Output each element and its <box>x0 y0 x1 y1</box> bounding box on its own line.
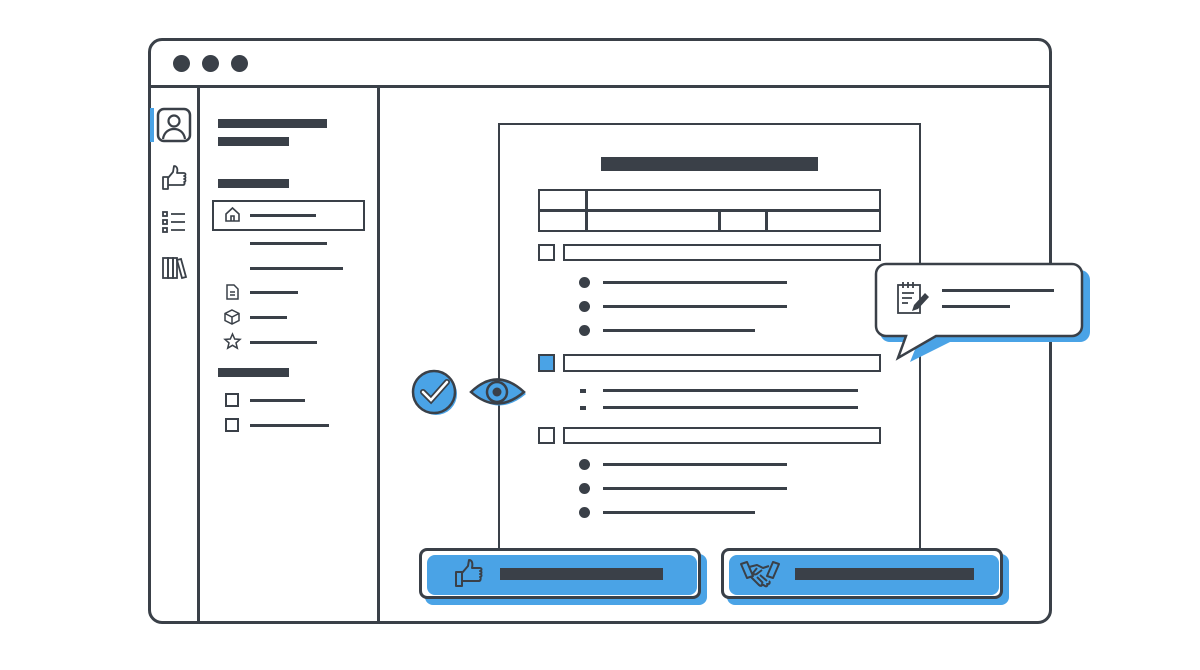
rail-divider <box>197 86 200 622</box>
sidebar-item-modules[interactable] <box>250 316 287 319</box>
sidebar-checkbox-label <box>250 424 329 427</box>
row-checkbox-checked[interactable] <box>538 354 555 372</box>
bullet <box>579 277 590 288</box>
bullet <box>579 507 590 518</box>
dash-bullet <box>580 389 586 393</box>
bullet <box>579 301 590 312</box>
window-maximize-dot[interactable] <box>231 55 248 72</box>
row-checkbox[interactable] <box>538 244 555 261</box>
sidebar-checkbox-label <box>250 399 305 402</box>
notepad-icon <box>897 282 929 314</box>
bullet <box>579 325 590 336</box>
agree-button-label <box>795 568 974 580</box>
books-icon[interactable] <box>162 257 188 280</box>
check-circle-icon[interactable] <box>410 368 462 418</box>
sidebar-item-label <box>250 214 316 217</box>
list-icon[interactable] <box>162 211 186 233</box>
sidebar-subtitle <box>218 137 289 146</box>
document-icon <box>226 284 239 300</box>
table-column-divider <box>718 210 721 232</box>
sidebar-divider <box>377 86 380 622</box>
list-item <box>603 511 755 514</box>
sidebar-checkbox[interactable] <box>225 393 239 407</box>
star-icon <box>223 332 242 350</box>
list-item <box>603 463 787 466</box>
row-field[interactable] <box>563 427 881 444</box>
titlebar-divider <box>150 85 1050 88</box>
window-minimize-dot[interactable] <box>202 55 219 72</box>
row-field[interactable] <box>563 244 881 261</box>
bullet <box>579 459 590 470</box>
row-checkbox[interactable] <box>538 427 555 444</box>
dash-bullet <box>580 406 586 410</box>
list-item <box>603 487 787 490</box>
cube-icon <box>224 309 240 325</box>
sidebar-subitem[interactable] <box>250 267 343 270</box>
comment-line <box>942 305 1010 308</box>
home-icon <box>225 206 240 222</box>
window-close-dot[interactable] <box>173 55 190 72</box>
handshake-icon <box>740 561 780 588</box>
thumbs-up-icon <box>455 559 483 587</box>
user-icon[interactable] <box>156 107 192 143</box>
like-button-label <box>500 568 663 580</box>
document-title <box>601 157 818 171</box>
sidebar-section-heading <box>218 368 289 377</box>
sidebar-checkbox[interactable] <box>225 418 239 432</box>
table-column-divider <box>585 189 588 232</box>
sidebar-item-documents[interactable] <box>250 291 298 294</box>
comment-bubble[interactable] <box>874 262 1090 364</box>
rail-active-indicator <box>150 108 154 142</box>
list-item <box>603 281 787 284</box>
list-item <box>603 406 858 409</box>
sidebar-item-favorites[interactable] <box>250 341 317 344</box>
thumbs-up-icon[interactable] <box>162 165 187 190</box>
table-row-divider <box>538 209 881 212</box>
sidebar-subitem[interactable] <box>250 242 327 245</box>
list-item <box>603 329 755 332</box>
bullet <box>579 483 590 494</box>
table-column-divider <box>765 210 768 232</box>
sidebar-section-heading <box>218 179 289 188</box>
sidebar-title <box>218 119 327 128</box>
comment-line <box>942 289 1054 292</box>
list-item <box>603 389 858 392</box>
eye-icon[interactable] <box>469 375 528 411</box>
row-field[interactable] <box>563 354 881 372</box>
list-item <box>603 305 787 308</box>
